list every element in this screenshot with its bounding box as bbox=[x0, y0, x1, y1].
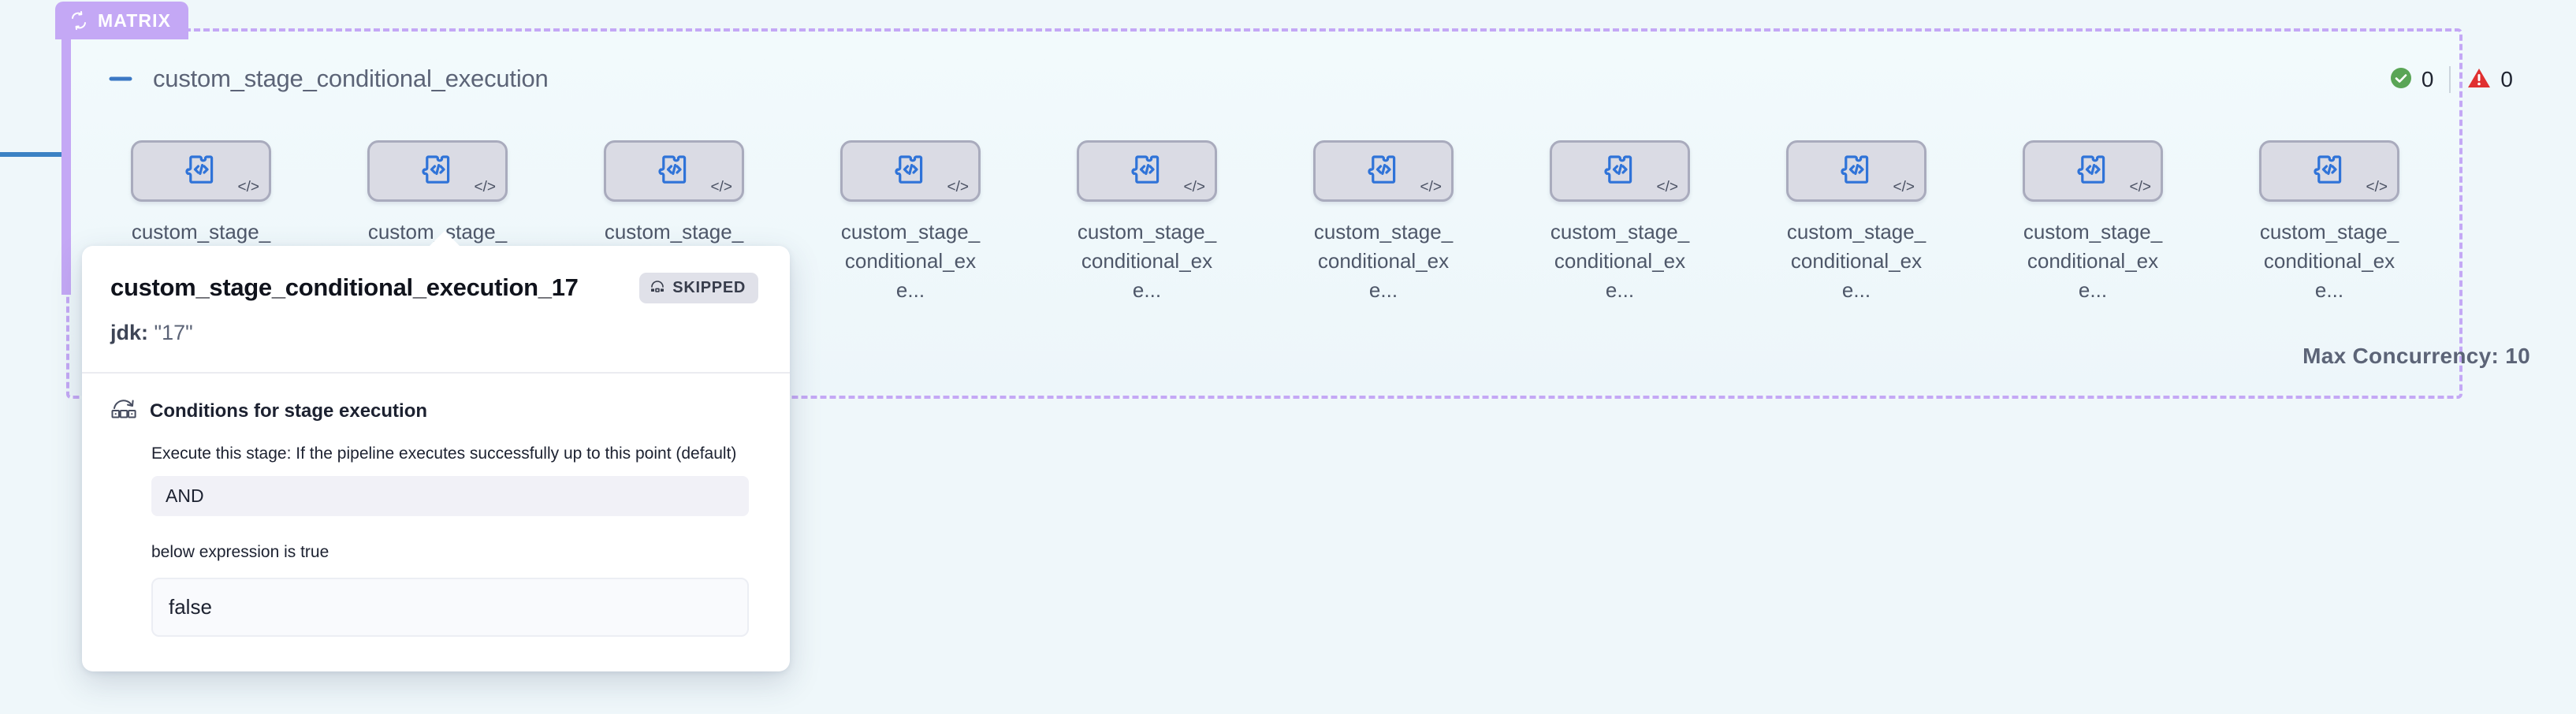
matrix-node-card[interactable]: </> bbox=[367, 140, 508, 202]
code-tag-icon: </> bbox=[1893, 179, 1915, 195]
matrix-node-card[interactable]: </> bbox=[1313, 140, 1454, 202]
code-tag-icon: </> bbox=[1183, 179, 1205, 195]
execute-stage-description: Execute this stage: If the pipeline exec… bbox=[151, 444, 737, 463]
puzzle-code-icon bbox=[1602, 151, 1638, 192]
matrix-node-8[interactable]: </> custom_stage_conditional_exe... bbox=[1786, 140, 1926, 305]
matrix-node-label: custom_stage_conditional_exe... bbox=[1786, 220, 1926, 302]
status-counters: 0 0 bbox=[2373, 65, 2529, 95]
skip-arc-icon bbox=[650, 279, 665, 297]
popover-header: custom_stage_conditional_execution_17 SK… bbox=[82, 246, 790, 372]
max-concurrency-label: Max Concurrency: 10 bbox=[2302, 344, 2530, 368]
stage-detail-popover: custom_stage_conditional_execution_17 SK… bbox=[82, 231, 790, 672]
matrix-node-label: custom_stage_conditional_exe... bbox=[1077, 220, 1217, 302]
matrix-group-left-edge bbox=[61, 35, 71, 295]
loop-refresh-icon bbox=[69, 11, 88, 30]
matrix-node-label: custom_stage_conditional_exe... bbox=[2023, 220, 2163, 302]
matrix-node-label: custom_stage_conditional_exe... bbox=[2259, 220, 2399, 302]
popover-parameter: jdk: "17" bbox=[110, 321, 758, 345]
matrix-node-card[interactable]: </> bbox=[1077, 140, 1217, 202]
warning-counter[interactable]: 0 bbox=[2451, 66, 2529, 94]
matrix-node-6[interactable]: </> custom_stage_conditional_exe... bbox=[1313, 140, 1454, 305]
minus-collapse-icon[interactable] bbox=[107, 65, 134, 92]
matrix-node-card[interactable]: </> bbox=[2023, 140, 2163, 202]
page-title: custom_stage_conditional_execution bbox=[153, 65, 549, 92]
puzzle-code-icon bbox=[2311, 151, 2347, 192]
matrix-node-card[interactable]: </> bbox=[131, 140, 271, 202]
skip-over-steps-icon bbox=[110, 397, 137, 425]
code-tag-icon: </> bbox=[474, 179, 496, 195]
matrix-node-label: custom_stage_conditional_exe... bbox=[840, 220, 981, 302]
expression-value-field: false bbox=[151, 578, 749, 638]
code-tag-icon: </> bbox=[1656, 179, 1678, 195]
matrix-node-9[interactable]: </> custom_stage_conditional_exe... bbox=[2023, 140, 2163, 305]
expression-note: below expression is true bbox=[151, 543, 329, 562]
matrix-node-7[interactable]: </> custom_stage_conditional_exe... bbox=[1550, 140, 1690, 305]
popover-parameter-value: "17" bbox=[154, 321, 193, 344]
popover-arrow bbox=[429, 231, 460, 247]
code-tag-icon: </> bbox=[2366, 179, 2388, 195]
counter-divider bbox=[2449, 66, 2451, 93]
popover-body: Conditions for stage execution Execute t… bbox=[82, 374, 790, 671]
matrix-node-card[interactable]: </> bbox=[840, 140, 981, 202]
popover-divider bbox=[82, 372, 790, 374]
matrix-node-card[interactable]: </> bbox=[604, 140, 744, 202]
puzzle-code-icon bbox=[183, 151, 219, 192]
matrix-badge[interactable]: MATRIX bbox=[55, 2, 189, 39]
condition-operator-field: AND bbox=[151, 476, 749, 517]
matrix-node-4[interactable]: </> custom_stage_conditional_exe... bbox=[840, 140, 981, 305]
matrix-node-label: custom_stage_conditional_exe... bbox=[1550, 220, 1690, 302]
matrix-badge-label: MATRIX bbox=[98, 9, 172, 31]
popover-parameter-key: jdk: bbox=[110, 321, 149, 344]
conditions-title: Conditions for stage execution bbox=[150, 400, 428, 422]
success-counter[interactable]: 0 bbox=[2373, 66, 2450, 94]
check-circle-icon bbox=[2389, 66, 2413, 94]
warning-triangle-icon bbox=[2466, 66, 2492, 94]
puzzle-code-icon bbox=[656, 151, 692, 192]
matrix-node-5[interactable]: </> custom_stage_conditional_exe... bbox=[1077, 140, 1217, 305]
code-tag-icon: </> bbox=[710, 179, 732, 195]
code-tag-icon: </> bbox=[237, 179, 259, 195]
matrix-node-label: custom_stage_conditional_exe... bbox=[1313, 220, 1454, 302]
puzzle-code-icon bbox=[1838, 151, 1874, 192]
warning-count: 0 bbox=[2500, 67, 2513, 91]
matrix-node-card[interactable]: </> bbox=[2259, 140, 2399, 202]
matrix-node-card[interactable]: </> bbox=[1786, 140, 1926, 202]
puzzle-code-icon bbox=[1129, 151, 1165, 192]
matrix-node-10[interactable]: </> custom_stage_conditional_exe... bbox=[2259, 140, 2399, 305]
code-tag-icon: </> bbox=[2129, 179, 2151, 195]
puzzle-code-icon bbox=[419, 151, 456, 192]
status-badge-label: SKIPPED bbox=[672, 279, 746, 296]
success-count: 0 bbox=[2421, 67, 2434, 91]
stage-header[interactable]: custom_stage_conditional_execution bbox=[107, 65, 549, 93]
popover-title: custom_stage_conditional_execution_17 bbox=[110, 273, 579, 301]
puzzle-code-icon bbox=[892, 151, 929, 192]
matrix-node-card[interactable]: </> bbox=[1550, 140, 1690, 202]
status-badge: SKIPPED bbox=[639, 273, 758, 303]
code-tag-icon: </> bbox=[1420, 179, 1442, 195]
incoming-connector-line bbox=[0, 152, 71, 157]
code-tag-icon: </> bbox=[947, 179, 969, 195]
puzzle-code-icon bbox=[2075, 151, 2111, 192]
puzzle-code-icon bbox=[1365, 151, 1402, 192]
